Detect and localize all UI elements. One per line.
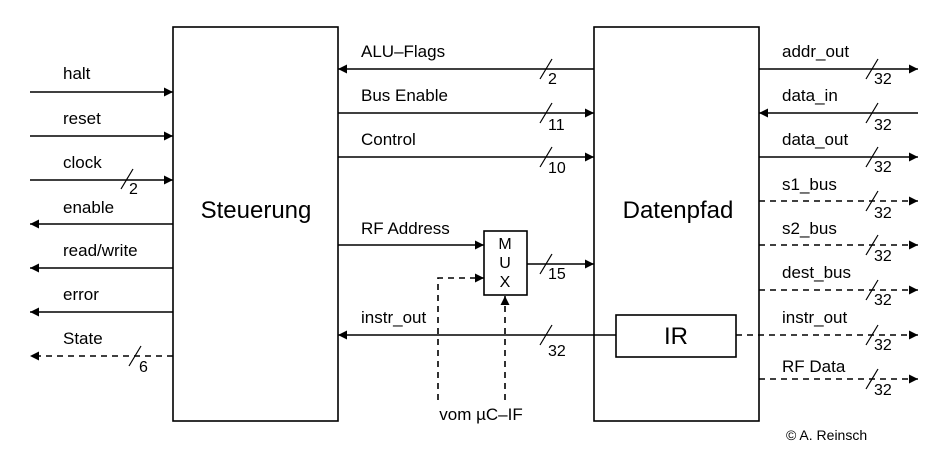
control-label: Control	[361, 130, 416, 149]
bus-enable-label: Bus Enable	[361, 86, 448, 105]
alu-flags-width: 2	[548, 71, 557, 88]
signal-rf-address: RF Address	[338, 219, 484, 250]
state-label: State	[63, 329, 103, 348]
signal-mux-output: 15	[527, 253, 594, 283]
s2-bus-label: s2_bus	[782, 219, 837, 238]
signal-instr-out-internal: instr_out 32	[338, 308, 616, 360]
ir-label: IR	[664, 323, 688, 350]
datenpfad-label: Datenpfad	[623, 197, 734, 224]
vom-uc-if-label: vom µC–IF	[439, 405, 522, 424]
signal-read-write: read/write	[30, 241, 173, 273]
reset-label: reset	[63, 109, 101, 128]
mux-letter-m: M	[498, 236, 511, 253]
instr-out-external-width: 32	[874, 337, 892, 354]
signal-addr-out: addr_out 32	[759, 42, 918, 88]
mux-out-width: 15	[548, 266, 566, 283]
signal-data-in: data_in 32	[759, 86, 918, 134]
signal-s1-bus: s1_bus 32	[759, 175, 918, 222]
signal-clock: clock 2	[30, 153, 173, 198]
data-in-width: 32	[874, 117, 892, 134]
data-out-width: 32	[874, 159, 892, 176]
clock-width: 2	[129, 181, 138, 198]
signal-reset: reset	[30, 109, 173, 141]
halt-label: halt	[63, 64, 91, 83]
data-out-label: data_out	[782, 130, 848, 149]
control-width: 10	[548, 160, 566, 177]
read-write-label: read/write	[63, 241, 138, 260]
signal-error: error	[30, 285, 173, 317]
addr-out-label: addr_out	[782, 42, 849, 61]
signal-bus-enable: Bus Enable 11	[338, 86, 594, 134]
signal-rf-data: RF Data 32	[759, 357, 918, 399]
signal-vom-uc-if: vom µC–IF	[437, 273, 523, 424]
s2-bus-width: 32	[874, 248, 892, 265]
signal-enable: enable	[30, 198, 173, 229]
instr-out-external-label: instr_out	[782, 308, 847, 327]
rf-data-width: 32	[874, 382, 892, 399]
rf-address-label: RF Address	[361, 219, 450, 238]
clock-label: clock	[63, 153, 102, 172]
steuerung-block	[172, 26, 339, 422]
instr-out-internal-width: 32	[548, 343, 566, 360]
instr-out-internal-label: instr_out	[361, 308, 426, 327]
signal-halt: halt	[30, 64, 173, 97]
error-label: error	[63, 285, 99, 304]
enable-label: enable	[63, 198, 114, 217]
mux-letter-u: U	[499, 255, 511, 272]
signal-control: Control 10	[338, 130, 594, 177]
signal-instr-out-external: instr_out 32	[736, 308, 918, 354]
signal-data-out: data_out 32	[759, 130, 918, 176]
copyright-label: © A. Reinsch	[786, 427, 867, 443]
mux-block	[483, 230, 528, 296]
rf-data-label: RF Data	[782, 357, 846, 376]
signal-dest-bus: dest_bus 32	[759, 263, 918, 309]
dest-bus-label: dest_bus	[782, 263, 851, 282]
data-in-label: data_in	[782, 86, 838, 105]
signal-alu-flags: ALU–Flags 2	[338, 42, 594, 88]
bus-enable-width: 11	[548, 117, 565, 134]
s1-bus-width: 32	[874, 205, 892, 222]
state-width: 6	[139, 359, 148, 376]
steuerung-label: Steuerung	[201, 197, 312, 224]
alu-flags-label: ALU–Flags	[361, 42, 445, 61]
mux-letter-x: X	[500, 274, 511, 291]
signal-s2-bus: s2_bus 32	[759, 219, 918, 265]
ir-register-block	[615, 314, 737, 358]
dest-bus-width: 32	[874, 292, 892, 309]
addr-out-width: 32	[874, 71, 892, 88]
datenpfad-block	[593, 26, 760, 422]
s1-bus-label: s1_bus	[782, 175, 837, 194]
signal-state: State 6	[30, 329, 173, 376]
